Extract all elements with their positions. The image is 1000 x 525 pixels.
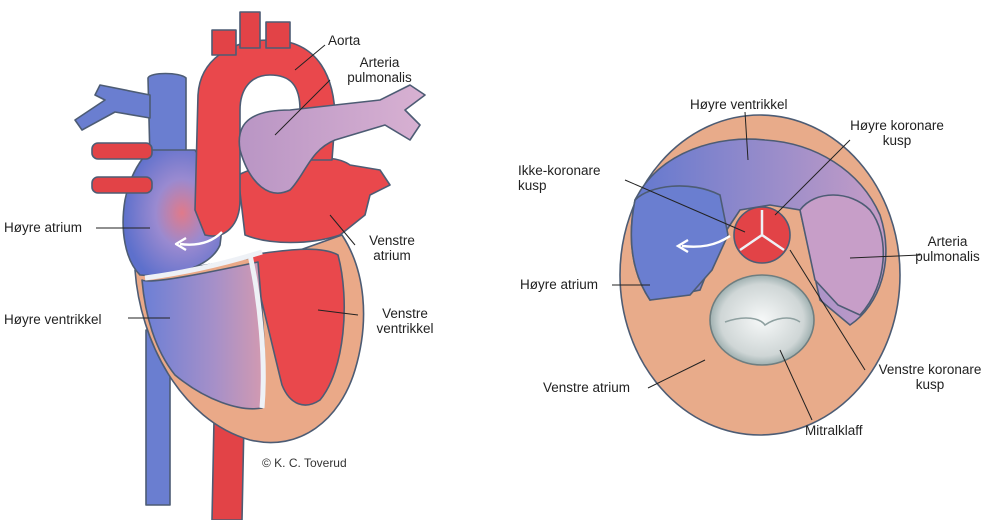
pulm-vein-left-1	[91, 142, 153, 160]
flow-arrow-left	[179, 231, 223, 246]
label-hoyre-atrium-right: Høyre atrium	[520, 277, 599, 292]
left-heart-drawing	[74, 11, 426, 521]
label-hoyre-koronare-2: kusp	[882, 133, 912, 148]
label-arteria-pulmonalis-right-1: Arteria	[927, 234, 968, 249]
pulmonary-artery-section	[799, 194, 885, 316]
label-venstre-atrium-1: Venstre	[369, 233, 415, 248]
label-venstre-koronare-2: kusp	[915, 377, 945, 392]
label-venstre-ventrikkel-2: ventrikkel	[376, 321, 434, 336]
label-aorta: Aorta	[328, 33, 361, 48]
label-mitralklaff: Mitralklaff	[805, 423, 863, 438]
label-arteria-pulmonalis-left-2: pulmonalis	[347, 70, 412, 85]
aortic-branch-2	[239, 11, 261, 49]
label-hoyre-atrium-left: Høyre atrium	[4, 220, 83, 235]
leader-lines	[96, 44, 921, 421]
pulm-vein-left-2	[91, 176, 153, 194]
label-arteria-pulmonalis-left-1: Arteria	[359, 55, 400, 70]
left-ventricle	[249, 248, 345, 406]
label-hoyre-ventrikkel-right: Høyre ventrikkel	[690, 97, 788, 112]
aortic-branch-3	[265, 21, 291, 49]
septum	[247, 254, 266, 409]
right-cross-section	[619, 114, 901, 436]
label-venstre-ventrikkel-1: Venstre	[382, 306, 428, 321]
valve-line	[144, 249, 263, 281]
label-hoyre-ventrikkel-left: Høyre ventrikkel	[4, 312, 102, 327]
label-ikke-koronare-1: Ikke-koronare	[518, 163, 601, 178]
label-ikke-koronare-2: kusp	[518, 178, 547, 193]
mitral-valve	[709, 274, 815, 366]
label-hoyre-koronare-1: Høyre koronare	[850, 118, 944, 133]
aortic-branch-1	[211, 29, 237, 56]
copyright-credit: © K. C. Toverud	[262, 456, 347, 470]
superior-vena-cava	[147, 72, 187, 161]
flow-arrow-right	[681, 235, 731, 248]
vein-branch-upper	[74, 84, 151, 131]
pulmonary-artery	[238, 84, 426, 194]
label-venstre-koronare-1: Venstre koronare	[878, 362, 982, 377]
label-venstre-atrium-2: atrium	[373, 248, 411, 263]
label-arteria-pulmonalis-right-2: pulmonalis	[915, 249, 980, 264]
label-venstre-atrium-right: Venstre atrium	[543, 380, 631, 395]
